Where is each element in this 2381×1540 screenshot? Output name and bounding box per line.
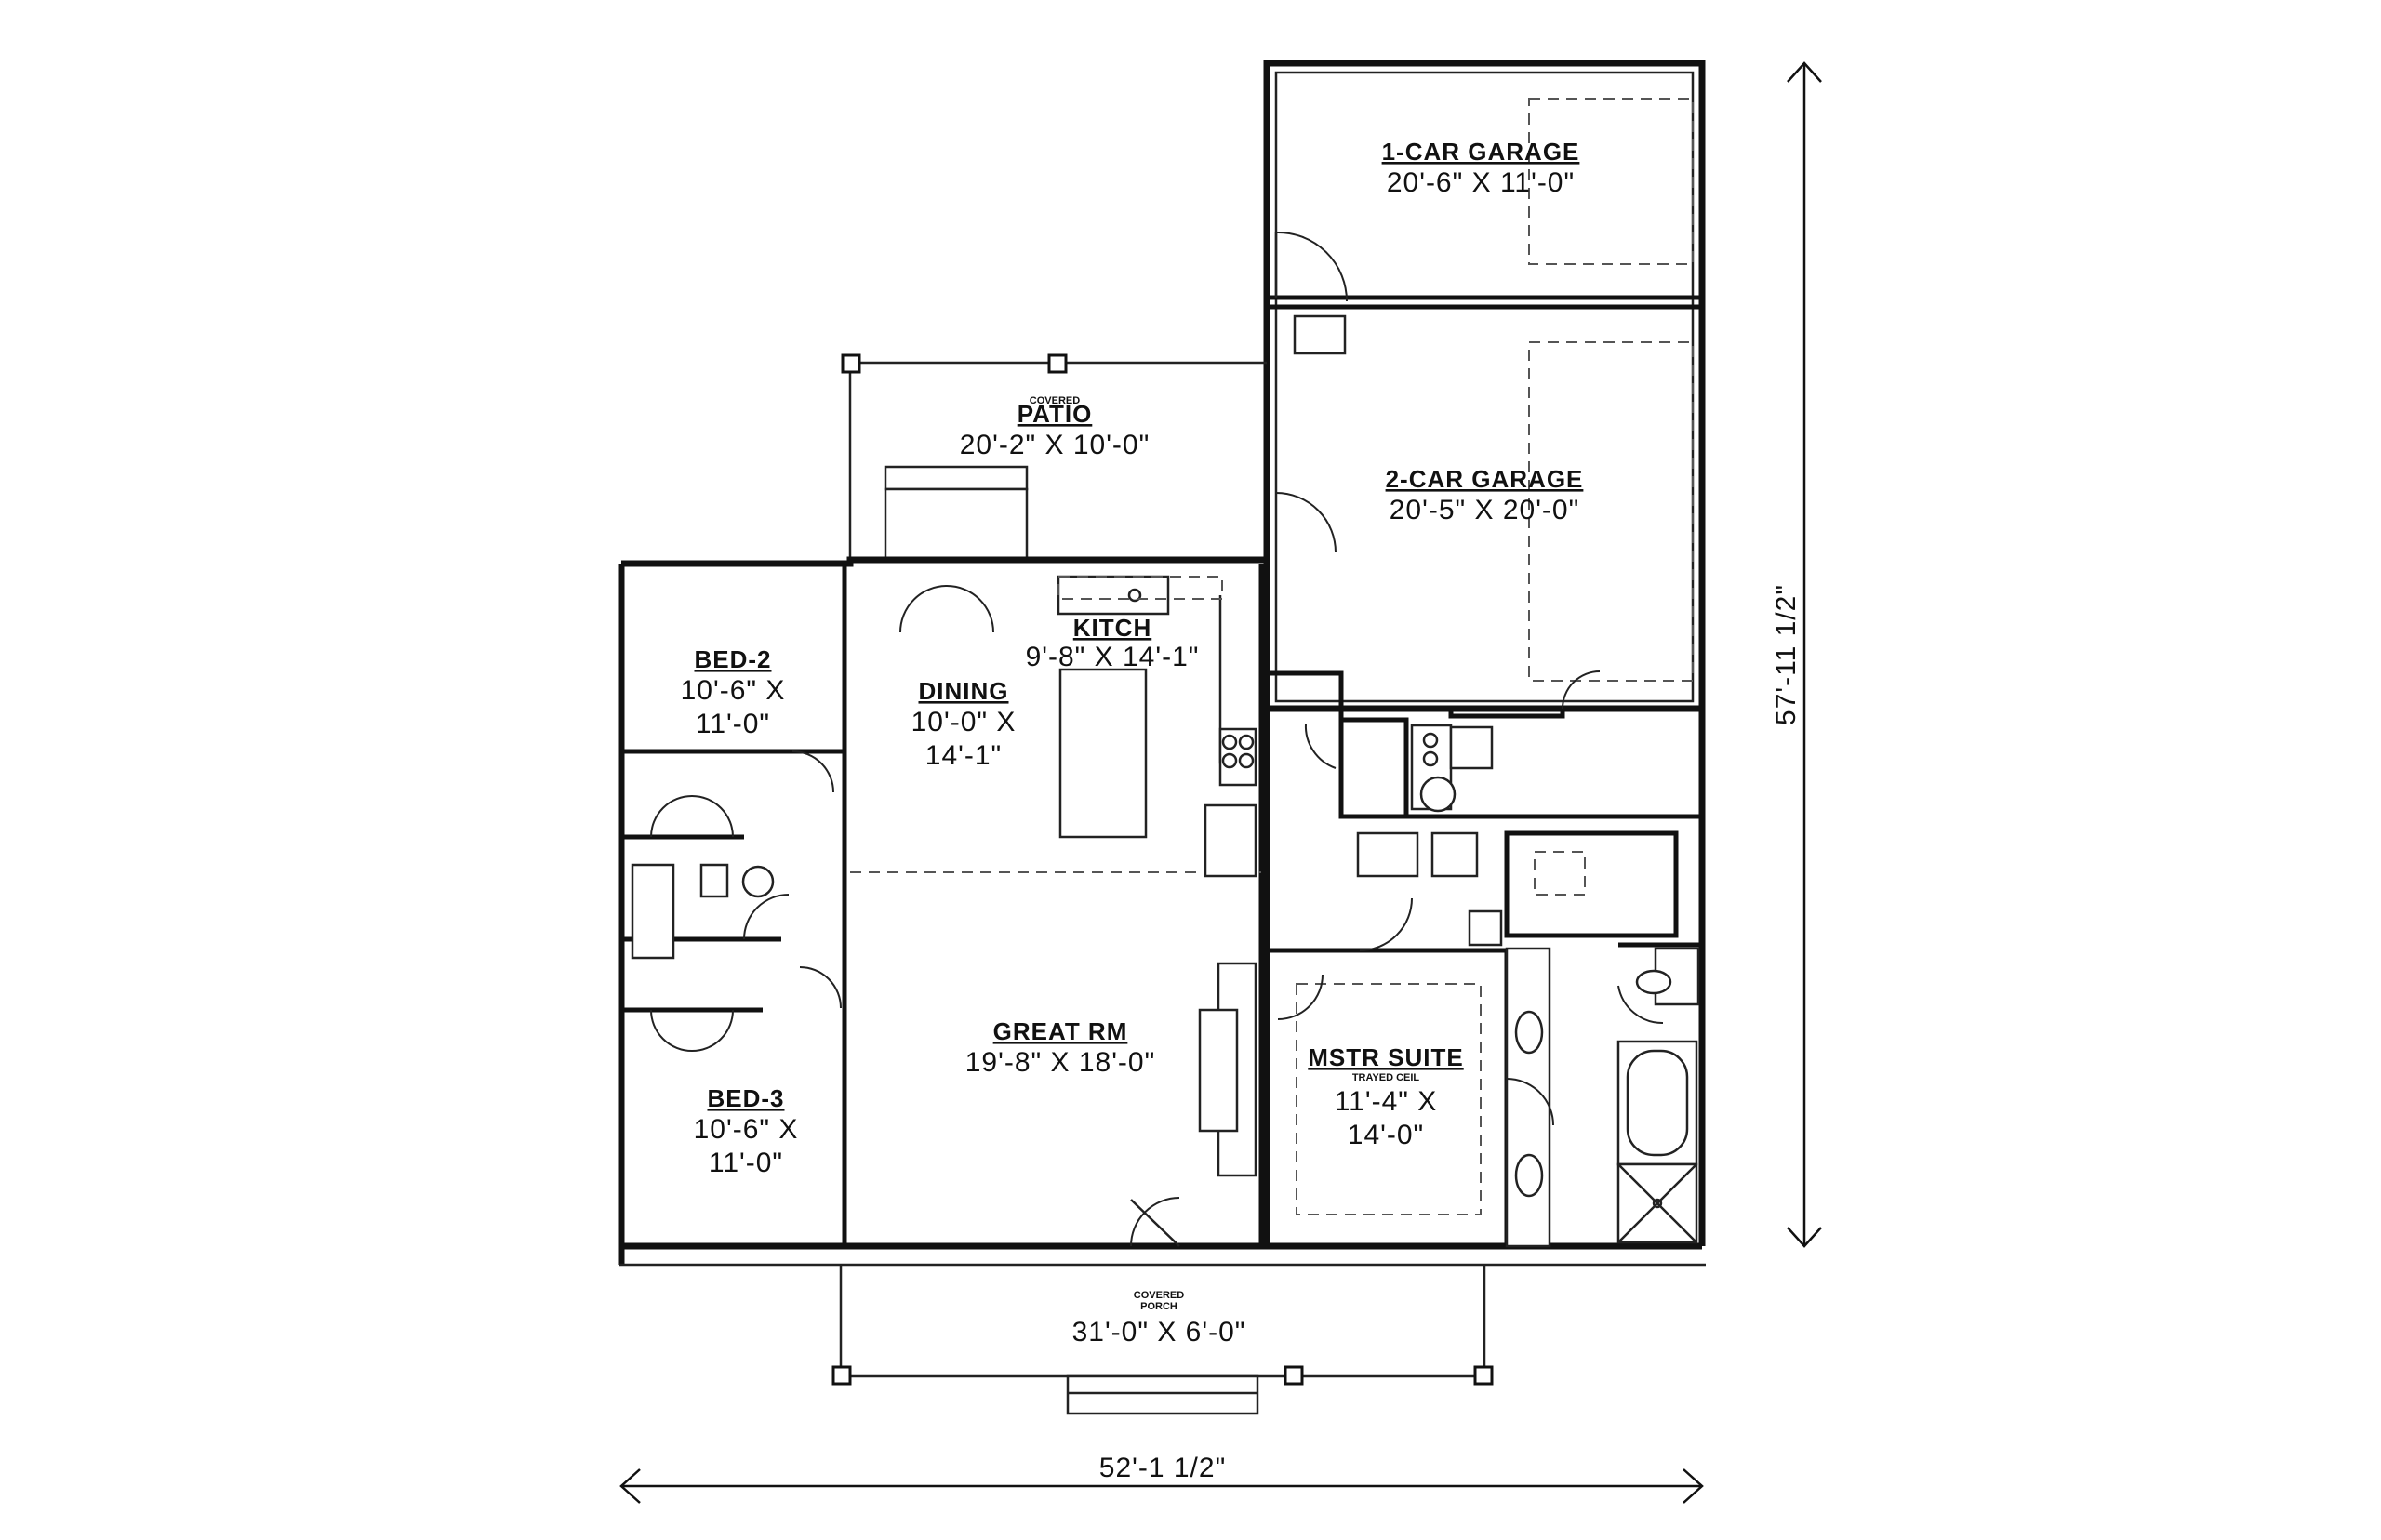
kitchen-dining xyxy=(850,564,1264,1246)
garage2-name: 2-CAR GARAGE xyxy=(1386,465,1584,493)
patio-size: 20'-2" X 10'-0" xyxy=(960,430,1151,460)
garage-walls xyxy=(1263,60,1706,712)
kitchen-name: KITCH xyxy=(1073,614,1151,642)
dining-size-1: 10'-0" X xyxy=(911,707,1017,737)
overall-depth: 57'-11 1/2" xyxy=(1771,584,1802,725)
kitchen-size: 9'-8" X 14'-1" xyxy=(1026,642,1200,672)
garage1-size: 20'-6" X 11'-0" xyxy=(1387,167,1575,198)
width-dimension xyxy=(619,1468,1704,1504)
patio-name: PATIO xyxy=(1018,400,1093,428)
master-name: MSTR SUITE xyxy=(1308,1043,1463,1071)
bed3-name: BED-3 xyxy=(707,1084,784,1112)
dining-name: DINING xyxy=(919,677,1009,705)
overall-width: 52'-1 1/2" xyxy=(1099,1453,1226,1483)
patio-label: COVERED xyxy=(1030,395,1080,406)
bed3-size-1: 10'-6" X xyxy=(694,1114,799,1145)
bed2-name: BED-2 xyxy=(694,645,771,673)
covered-porch xyxy=(831,1265,1494,1415)
covered-patio xyxy=(841,353,1267,562)
bed3-size-2: 11'-0" xyxy=(709,1148,783,1178)
fireplace xyxy=(1198,962,1257,1177)
depth-dimension xyxy=(1787,61,1822,1248)
garage2-size: 20'-5" X 20'-0" xyxy=(1390,495,1580,525)
great-room-size: 19'-8" X 18'-0" xyxy=(965,1047,1156,1078)
porch-label-1: COVERED xyxy=(1134,1290,1184,1301)
dining-size-2: 14'-1" xyxy=(925,740,1002,771)
bedroom-wing xyxy=(621,564,847,1246)
master-size-1: 11'-4" X xyxy=(1335,1086,1438,1117)
bed2-size-2: 11'-0" xyxy=(696,709,770,739)
porch-label-2: PORCH xyxy=(1140,1301,1177,1312)
great-room-name: GREAT RM xyxy=(993,1017,1128,1045)
utility-master xyxy=(1267,670,1702,1248)
front-door xyxy=(1130,1197,1180,1247)
bed2-size-1: 10'-6" X xyxy=(681,675,786,706)
garage1-name: 1-CAR GARAGE xyxy=(1382,138,1580,166)
porch-size: 31'-0" X 6'-0" xyxy=(1072,1317,1246,1348)
master-size-2: 14'-0" xyxy=(1348,1120,1424,1150)
master-note: TRAYED CEIL xyxy=(1352,1072,1420,1083)
